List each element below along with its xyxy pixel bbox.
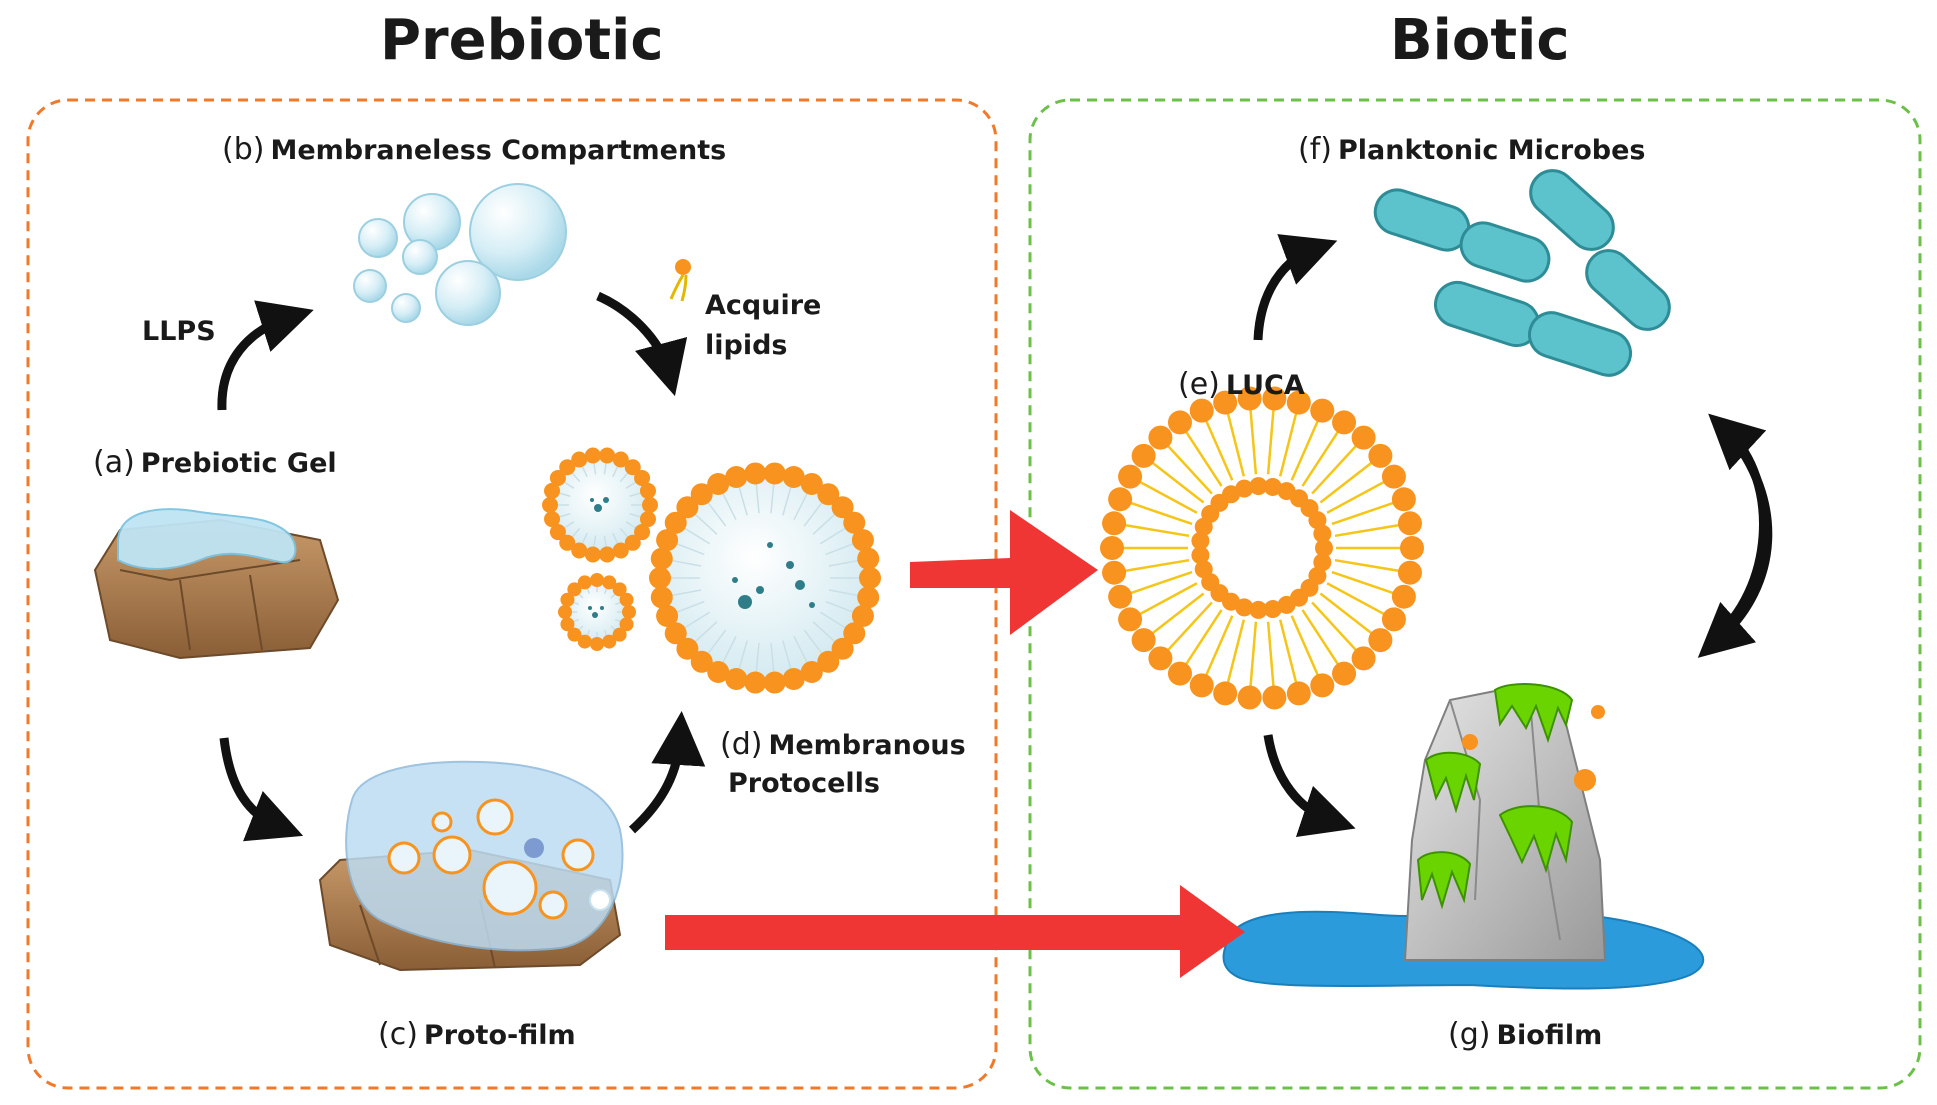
small-protocell-2: [558, 573, 636, 651]
arrow-biofilm-to-microbes: [1708, 413, 1768, 644]
label-d: (d)Membranous: [720, 727, 966, 762]
label-acquire-2: lipids: [705, 330, 788, 361]
arrow-compartments-to-protocells: [596, 291, 688, 397]
large-protocell: [649, 462, 881, 694]
biofilm-illustration: [1222, 683, 1705, 990]
arrow-protofilm-to-biofilm: [665, 885, 1245, 978]
prebiotic-title: Prebiotic: [380, 8, 664, 73]
label-acquire-1: Acquire: [705, 290, 822, 321]
proto-film-illustration: [318, 760, 624, 972]
arrow-protofilm-to-protocells: [628, 711, 706, 834]
arrow-luca-to-biofilm: [1263, 734, 1356, 838]
prebiotic-gel-illustration: [93, 508, 340, 660]
label-c: (c)Proto-film: [378, 1017, 576, 1052]
label-g: (g)Biofilm: [1448, 1017, 1603, 1052]
label-e: (e)LUCA: [1178, 367, 1305, 402]
arrow-protocells-to-luca: [910, 510, 1098, 635]
arrow-microbes-to-biofilm: [1697, 429, 1773, 658]
planktonic-microbes-illustration: [1373, 169, 1671, 377]
arrow-gel-to-protofilm: [219, 737, 304, 842]
biotic-title: Biotic: [1390, 8, 1570, 73]
bubbles-illustration: [353, 183, 567, 326]
red-arrows: [665, 510, 1245, 978]
lipid-icon: [669, 259, 691, 302]
small-protocell-1: [542, 447, 658, 563]
label-b: (b)Membraneless Compartments: [222, 132, 727, 167]
label-d-line2: Protocells: [728, 768, 881, 799]
arrow-gel-to-compartments: [217, 300, 314, 411]
black-arrows: [217, 234, 1773, 842]
label-f: (f)Planktonic Microbes: [1298, 132, 1646, 167]
label-a: (a)Prebiotic Gel: [93, 445, 337, 480]
luca-vesicle: [1100, 386, 1424, 710]
arrow-luca-to-microbes: [1253, 234, 1338, 341]
prebiotic-panel: [26, 98, 998, 1090]
label-llps: LLPS: [142, 316, 216, 347]
